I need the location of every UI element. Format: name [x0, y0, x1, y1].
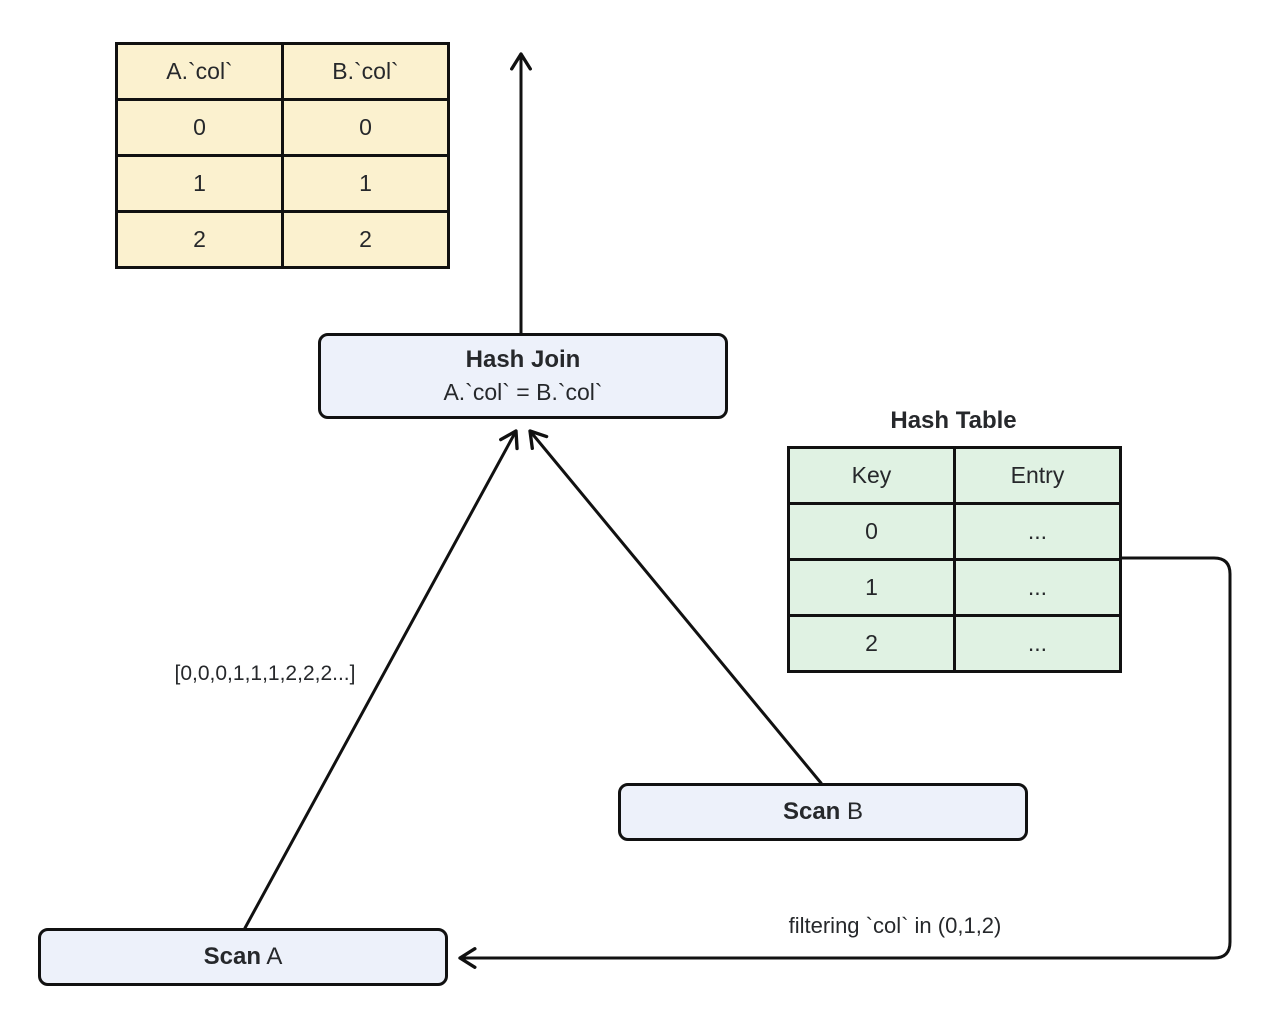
result-cell: 2 [281, 210, 450, 269]
scan-b-label: Scan B [783, 798, 863, 826]
result-header-a: A.`col` [115, 42, 284, 101]
scan-b-node: Scan B [618, 783, 1028, 841]
result-cell: 2 [115, 210, 284, 269]
hash-cell: ... [953, 502, 1122, 561]
hash-join-node: Hash Join A.`col` = B.`col` [318, 333, 728, 419]
hash-join-title: Hash Join [465, 346, 581, 373]
scan-a-label-bold: Scan [203, 943, 261, 970]
scan-a-label: Scan A [204, 943, 283, 971]
scan-a-node: Scan A [38, 928, 448, 986]
hash-cell: 1 [787, 558, 956, 617]
result-cell: 1 [281, 154, 450, 213]
table-row: 0 ... [787, 502, 1122, 561]
result-cell: 1 [115, 154, 284, 213]
table-row: A.`col` B.`col` [115, 42, 450, 101]
hash-header-key: Key [787, 446, 956, 505]
scan-b-to-join-arrow [528, 429, 823, 785]
result-cell: 0 [281, 98, 450, 157]
join-result-table: A.`col` B.`col` 0 0 1 1 2 2 [115, 42, 450, 269]
hash-cell: 0 [787, 502, 956, 561]
hash-table: Key Entry 0 ... 1 ... 2 ... [787, 446, 1122, 673]
hash-cell: ... [953, 558, 1122, 617]
table-row: 0 0 [115, 98, 450, 157]
scan-b-label-bold: Scan [782, 798, 841, 825]
table-row: 2 2 [115, 210, 450, 269]
hash-header-entry: Entry [953, 446, 1122, 505]
hash-cell: ... [953, 614, 1122, 673]
table-row: 1 ... [787, 558, 1122, 617]
hash-join-condition: A.`col` = B.`col` [443, 379, 603, 405]
scan-a-label-rest: A [261, 943, 283, 970]
stream-values-label: [0,0,0,1,1,1,2,2,2...] [174, 662, 356, 685]
filter-pushdown-label: filtering `col` in (0,1,2) [788, 913, 1002, 938]
table-row: 1 1 [115, 154, 450, 213]
hash-table-title: Hash Table [890, 407, 1017, 434]
scan-b-label-rest: B [840, 798, 864, 825]
hash-cell: 2 [787, 614, 956, 673]
table-row: Key Entry [787, 446, 1122, 505]
table-row: 2 ... [787, 614, 1122, 673]
result-cell: 0 [115, 98, 284, 157]
result-header-b: B.`col` [281, 42, 450, 101]
